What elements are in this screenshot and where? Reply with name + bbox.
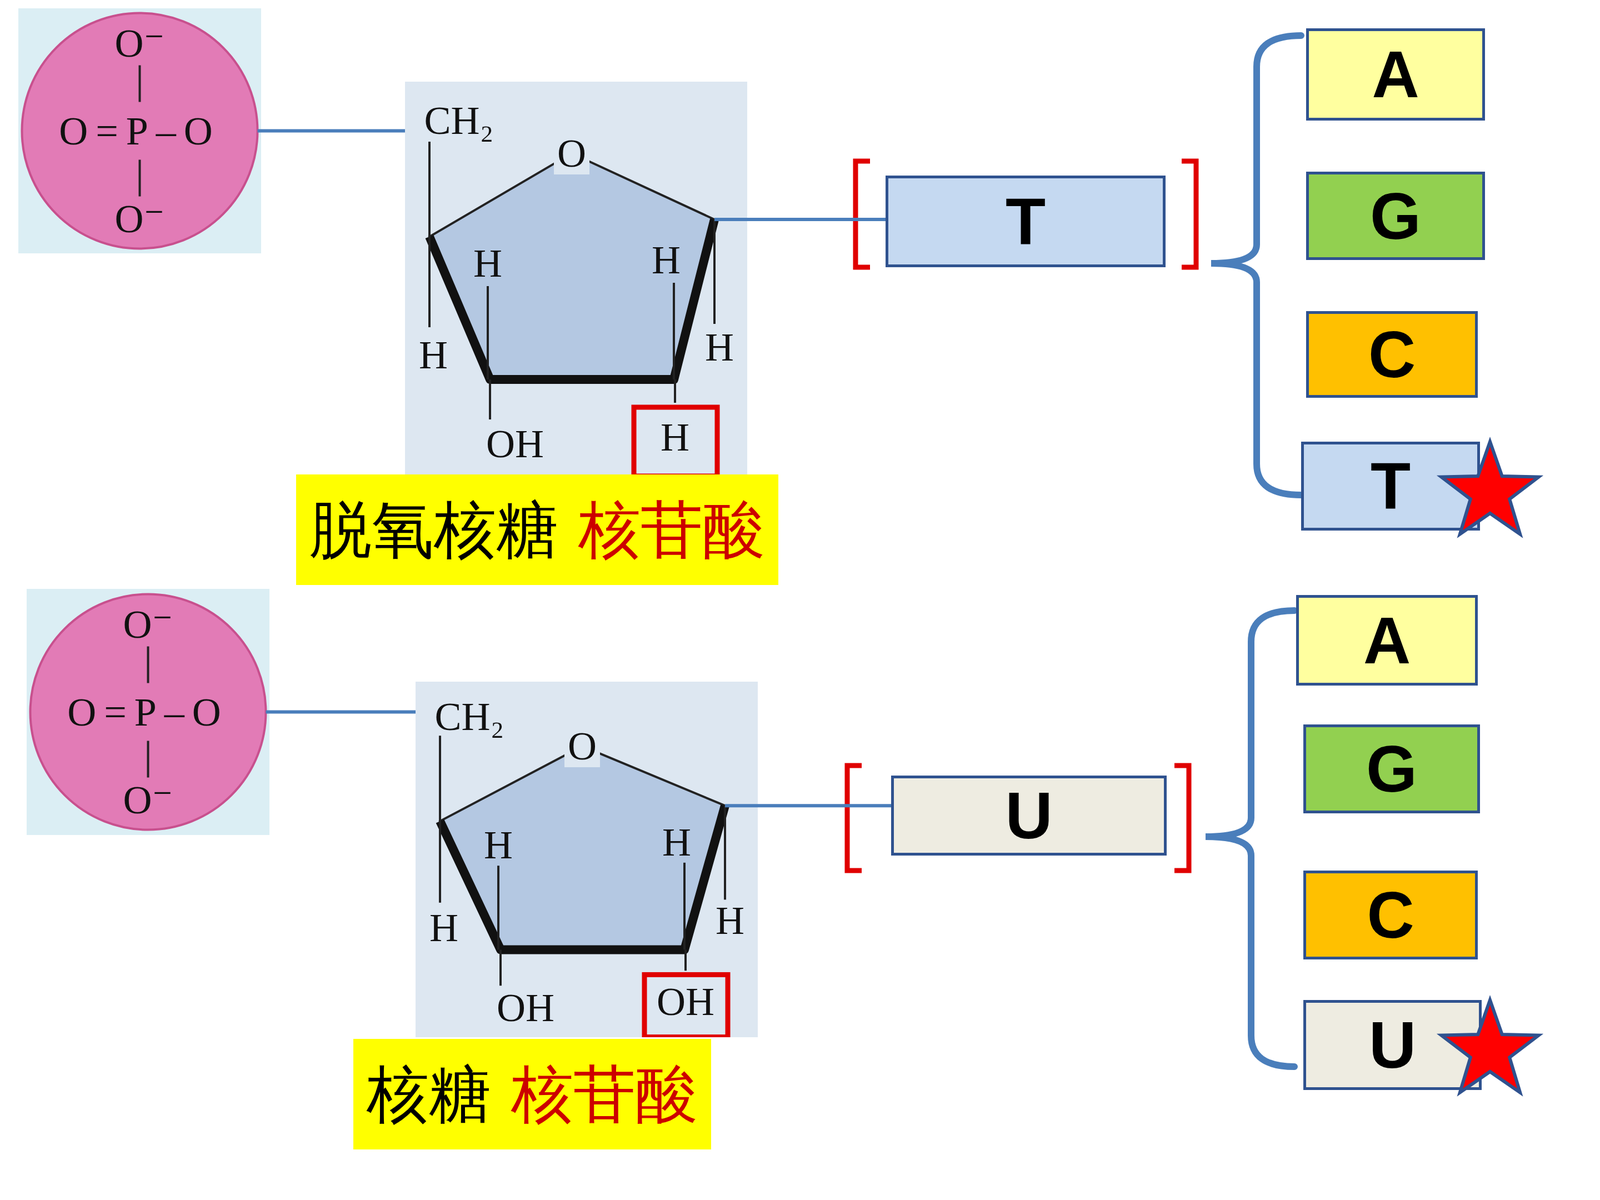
base-letter: G xyxy=(1366,736,1418,802)
phosphate-circle xyxy=(30,594,267,830)
base-box: G xyxy=(1306,171,1485,260)
bond-line xyxy=(138,160,142,197)
highlight-bracket xyxy=(847,161,1197,871)
bond-line xyxy=(497,865,500,950)
nucleotide-name: 核苷酸 xyxy=(578,495,765,564)
phosphate-group: O⁻ O=P–O O⁻ xyxy=(18,8,262,254)
atom-label: CH₂ xyxy=(434,696,504,737)
connector-line xyxy=(757,803,892,808)
atom-label: H xyxy=(483,825,513,865)
base-letter: T xyxy=(1005,188,1046,255)
base-letter: G xyxy=(1370,183,1422,249)
atom-label: OH xyxy=(496,987,555,1028)
bond-line xyxy=(725,803,758,808)
sugar-ring: CH₂OHHHHOHH xyxy=(405,81,748,475)
bond-line xyxy=(486,286,489,380)
atom-label: O xyxy=(553,132,590,175)
base-letter: C xyxy=(1366,882,1414,948)
base-box: A xyxy=(1306,28,1485,121)
bond-line xyxy=(714,217,748,222)
atom-label: H xyxy=(705,327,734,368)
bond-line xyxy=(499,949,502,986)
bond-line xyxy=(673,379,677,403)
connector-line xyxy=(261,129,405,133)
connector-line xyxy=(747,217,886,222)
pentose-ring xyxy=(440,746,725,950)
ring-front-edge xyxy=(429,219,715,380)
bond-line xyxy=(723,805,727,900)
base-box: T xyxy=(885,175,1166,268)
phosphate-formula: O=P–O xyxy=(58,111,221,152)
highlight-box xyxy=(644,974,728,1037)
atom-label: H xyxy=(429,907,459,948)
bond-line xyxy=(713,219,716,324)
base-letter: U xyxy=(1005,782,1053,849)
sugar-name: 脱氧核糖 xyxy=(309,495,559,564)
phosphate-circle xyxy=(22,13,258,249)
pentose-ring xyxy=(429,153,715,380)
nucleotide-name: 核苷酸 xyxy=(511,1060,698,1129)
base-letter: T xyxy=(1370,453,1411,519)
base-letter: U xyxy=(1368,1012,1417,1078)
link-line xyxy=(266,710,270,714)
bond-line xyxy=(147,741,150,778)
bond-line xyxy=(684,949,687,971)
atom-label: OH xyxy=(486,423,544,464)
base-letter: C xyxy=(1368,321,1416,388)
bond-line xyxy=(147,646,150,684)
link-line xyxy=(257,129,262,133)
bond-line xyxy=(138,65,142,103)
base-box: T xyxy=(1301,441,1480,531)
phosphate-group: O⁻ O=P–O O⁻ xyxy=(26,588,270,835)
base-box: C xyxy=(1303,870,1478,960)
base-box: U xyxy=(1303,1000,1482,1090)
atom-label: OH xyxy=(656,981,715,1022)
oxygen-atom: O⁻ xyxy=(123,604,174,645)
bond-line xyxy=(428,236,431,328)
base-box: U xyxy=(891,775,1167,856)
atom-label: O xyxy=(564,725,600,768)
atom-label: CH₂ xyxy=(423,100,494,141)
sugar-ring: CH₂OHHHHOHOH xyxy=(415,681,758,1038)
bond-line xyxy=(428,141,431,237)
atom-label: H xyxy=(651,240,681,280)
connector-line xyxy=(269,710,416,714)
atom-label: H xyxy=(715,900,745,941)
oxygen-atom: O⁻ xyxy=(115,198,165,239)
atom-label: H xyxy=(418,335,448,375)
name-label: 核糖核苷酸 xyxy=(353,1038,712,1150)
base-letter: A xyxy=(1371,41,1419,108)
atom-label: H xyxy=(662,822,692,863)
bond-line xyxy=(683,862,686,950)
atom-label: H xyxy=(473,243,503,284)
atom-label: H xyxy=(660,417,690,458)
ring-front-edge xyxy=(440,805,725,950)
bond-line xyxy=(438,735,442,822)
bond-line xyxy=(488,379,492,420)
base-box: G xyxy=(1303,724,1480,814)
brace xyxy=(1205,35,1302,1067)
bond-line xyxy=(438,821,442,903)
oxygen-atom: O⁻ xyxy=(115,23,165,64)
name-label: 脱氧核糖核苷酸 xyxy=(296,474,779,585)
oxygen-atom: O⁻ xyxy=(123,780,174,820)
highlight-box xyxy=(633,407,718,475)
sugar-name: 核糖 xyxy=(366,1060,492,1129)
base-box: C xyxy=(1306,311,1478,398)
bond-line xyxy=(672,282,675,380)
base-box: A xyxy=(1296,595,1478,686)
base-letter: A xyxy=(1363,607,1411,674)
phosphate-formula: O=P–O xyxy=(67,692,229,733)
